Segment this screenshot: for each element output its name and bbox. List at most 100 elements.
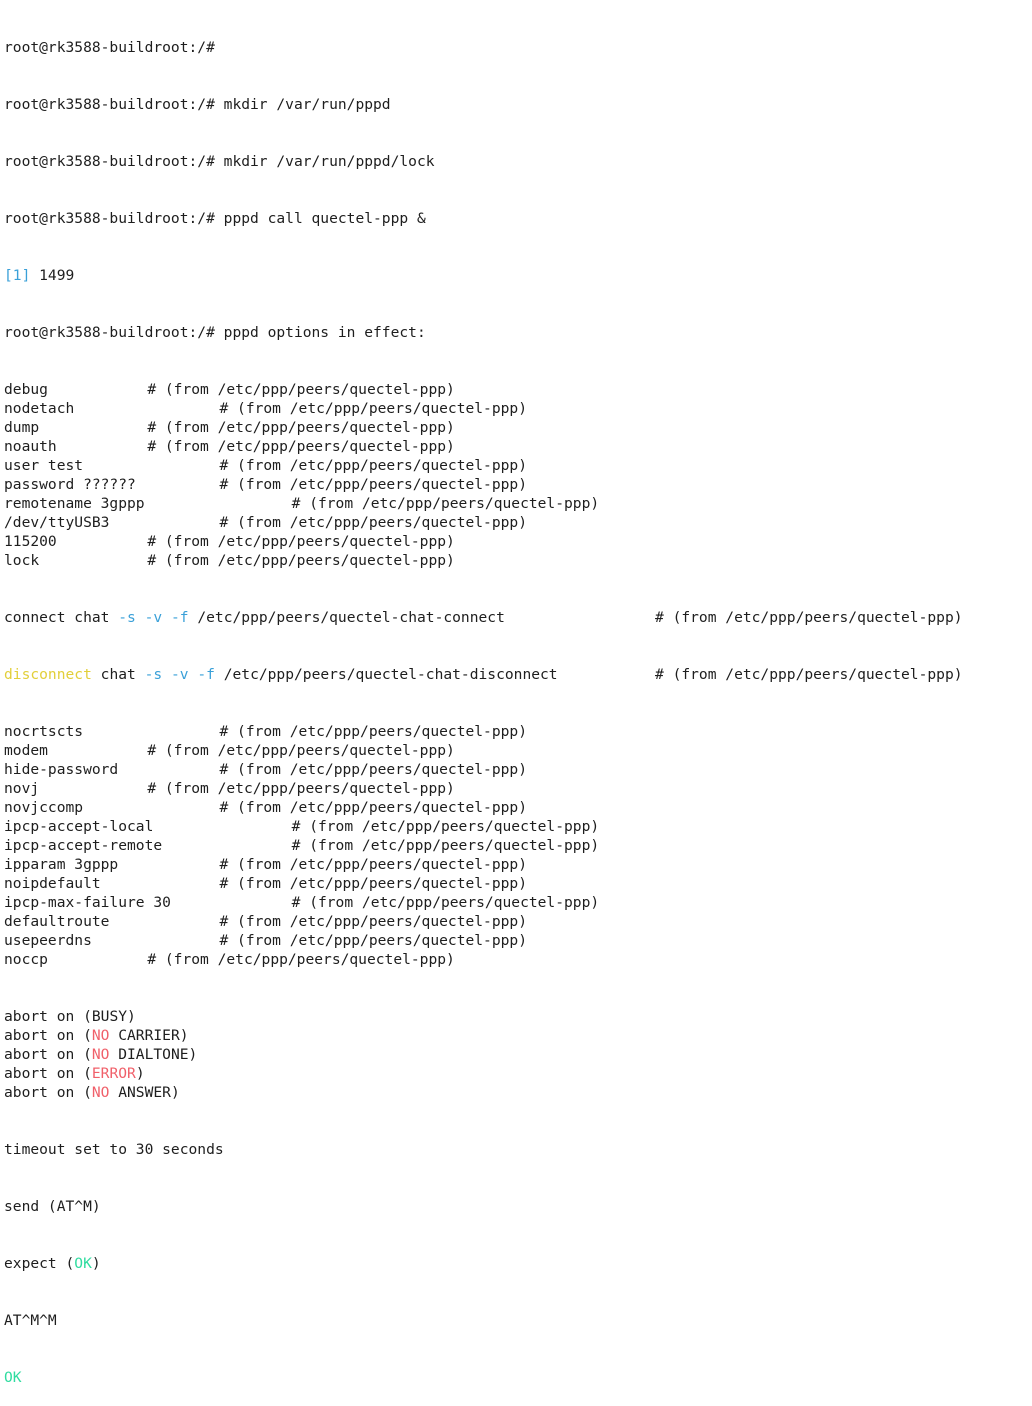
option-line: 115200 # (from /etc/ppp/peers/quectel-ppp… (4, 532, 558, 551)
option-line: noccp # (from /etc/ppp/peers/quectel-ppp) (4, 950, 558, 969)
chat-cmd: chat (65, 609, 119, 626)
disconnect-keyword: disconnect (4, 666, 92, 683)
comment: # (from /etc/ppp/peers/quectel-ppp) (219, 913, 527, 930)
abort-hl: ERROR (91, 1065, 136, 1082)
option-name: user test (4, 457, 84, 474)
abort-pre: abort on ( (4, 1008, 92, 1025)
option-name: noauth (4, 438, 57, 455)
flag: -f (170, 609, 189, 626)
comment: # (from /etc/ppp/peers/quectel-ppp) (219, 476, 527, 493)
abort-line: abort on (NO DIALTONE) (4, 1045, 558, 1064)
option-line: noipdefault# (from /etc/ppp/peers/quecte… (4, 874, 558, 893)
comment: # (from /etc/ppp/peers/quectel-ppp) (655, 666, 963, 683)
option-line: usepeerdns# (from /etc/ppp/peers/quectel… (4, 931, 558, 950)
comment: # (from /etc/ppp/peers/quectel-ppp) (291, 837, 600, 854)
terminal-output[interactable]: root@rk3588-buildroot:/# root@rk3588-bui… (4, 0, 963, 1406)
abort-line: abort on (NO CARRIER) (4, 1026, 558, 1045)
option-name: novj (4, 780, 40, 797)
option-line: remotename 3gppp# (from /etc/ppp/peers/q… (4, 494, 599, 513)
prompt: root@rk3588-buildroot:/# (4, 96, 215, 113)
abort-hl: NO (91, 1084, 110, 1101)
command: pppd call quectel-ppp & (214, 210, 426, 227)
abort-hl: NO (91, 1027, 110, 1044)
comment: # (from /etc/ppp/peers/quectel-ppp) (147, 533, 455, 550)
comment: # (from /etc/ppp/peers/quectel-ppp) (147, 742, 455, 759)
option-name: lock (4, 552, 40, 569)
comment: # (from /etc/ppp/peers/quectel-ppp) (219, 761, 527, 778)
comment: # (from /etc/ppp/peers/quectel-ppp) (291, 894, 600, 911)
prompt-line: root@rk3588-buildroot:/# mkdir /var/run/… (4, 95, 558, 114)
option-line: novjccomp # (from /etc/ppp/peers/quectel-… (4, 798, 558, 817)
option-name: ipparam 3gppp (4, 856, 119, 873)
comment: # (from /etc/ppp/peers/quectel-ppp) (219, 457, 527, 474)
option-line: ipparam 3gppp # (from /etc/ppp/peers/quec… (4, 855, 558, 874)
option-line: nocrtscts# (from /etc/ppp/peers/quectel-… (4, 722, 558, 741)
comment: # (from /etc/ppp/peers/quectel-ppp) (291, 495, 600, 512)
abort-pre: abort on ( (4, 1046, 92, 1063)
script-path: /etc/ppp/peers/quectel-chat-connect (188, 609, 505, 626)
option-line: /dev/ttyUSB3# (from /etc/ppp/peers/quect… (4, 513, 558, 532)
option-line: ipcp-accept-remote # (from /etc/ppp/peers… (4, 836, 599, 855)
option-name: noccp (4, 951, 48, 968)
expect-label: expect ( (4, 1255, 75, 1272)
option-line: dump# (from /etc/ppp/peers/quectel-ppp) (4, 418, 558, 437)
option-line: ipcp-max-failure 30# (from /etc/ppp/peer… (4, 893, 599, 912)
abort-pre: abort on ( (4, 1084, 92, 1101)
send-line: send (AT^M) (4, 1198, 101, 1215)
command: mkdir /var/run/pppd (214, 96, 391, 113)
option-name: defaultroute (4, 913, 110, 930)
option-name: ipcp-accept-remote (4, 837, 163, 854)
option-name: /dev/ttyUSB3 (4, 514, 110, 531)
connect-keyword: connect (4, 609, 66, 626)
comment: # (from /etc/ppp/peers/quectel-ppp) (219, 723, 527, 740)
job-pid: 1499 (30, 267, 75, 284)
comment: # (from /etc/ppp/peers/quectel-ppp) (147, 780, 455, 797)
chat-cmd: chat (91, 666, 145, 683)
comment: # (from /etc/ppp/peers/quectel-ppp) (219, 400, 527, 417)
option-line: defaultroute # (from /etc/ppp/peers/quect… (4, 912, 558, 931)
comment: # (from /etc/ppp/peers/quectel-ppp) (219, 875, 527, 892)
comment: # (from /etc/ppp/peers/quectel-ppp) (147, 951, 455, 968)
comment: # (from /etc/ppp/peers/quectel-ppp) (219, 799, 527, 816)
abort-pre: abort on ( (4, 1065, 92, 1082)
comment: # (from /etc/ppp/peers/quectel-ppp) (147, 438, 455, 455)
abort-line: abort on (ERROR) (4, 1064, 558, 1083)
flag: -s (144, 666, 163, 683)
expect-value: OK (74, 1255, 92, 1272)
comment: # (from /etc/ppp/peers/quectel-ppp) (147, 381, 455, 398)
disconnect-line: disconnect chat -s -v -f /etc/ppp/peers/… (4, 665, 963, 684)
prompt: root@rk3588-buildroot:/# (4, 153, 215, 170)
option-name: hide-password (4, 761, 119, 778)
echo-line: AT^M^M (4, 1312, 57, 1329)
option-line: nodetach# (from /etc/ppp/peers/quectel-p… (4, 399, 558, 418)
option-line: noauth # (from /etc/ppp/peers/quectel-ppp… (4, 437, 558, 456)
option-line: ipcp-accept-local# (from /etc/ppp/peers/… (4, 817, 599, 836)
option-name: modem (4, 742, 48, 759)
abort-rest: DIALTONE) (109, 1046, 198, 1063)
prompt-line: root@rk3588-buildroot:/# pppd options in… (4, 323, 558, 342)
expect-line: expect (OK) (4, 1254, 558, 1273)
prompt: root@rk3588-buildroot:/# (4, 39, 215, 56)
command: mkdir /var/run/pppd/lock (214, 153, 435, 170)
prompt: root@rk3588-buildroot:/# (4, 210, 215, 227)
option-name: novjccomp (4, 799, 84, 816)
option-line: novj # (from /etc/ppp/peers/quectel-ppp) (4, 779, 558, 798)
option-name: debug (4, 381, 48, 398)
ok-line: OK (4, 1369, 22, 1386)
option-name: password ?????? (4, 476, 136, 493)
flag: -s (118, 609, 136, 626)
option-name: 115200 (4, 533, 57, 550)
abort-pre: abort on ( (4, 1027, 92, 1044)
prompt-line: root@rk3588-buildroot:/# mkdir /var/run/… (4, 152, 558, 171)
connect-line: connect chat -s -v -f /etc/ppp/peers/que… (4, 608, 963, 627)
abort-rest: CARRIER) (109, 1027, 189, 1044)
option-line: password ?????? # (from /etc/ppp/peers/qu… (4, 475, 558, 494)
comment: # (from /etc/ppp/peers/quectel-ppp) (219, 856, 527, 873)
option-line: modem # (from /etc/ppp/peers/quectel-ppp) (4, 741, 558, 760)
flag: -v (144, 609, 163, 626)
command: pppd options in effect: (214, 324, 426, 341)
script-path: /etc/ppp/peers/quectel-chat-disconnect (214, 666, 558, 683)
option-line: debug # (from /etc/ppp/peers/quectel-ppp) (4, 380, 558, 399)
flag: -f (197, 666, 215, 683)
option-name: dump (4, 419, 40, 436)
